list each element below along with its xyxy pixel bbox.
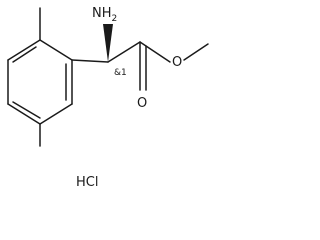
- stereo-wedge-bond: [103, 24, 113, 62]
- carbonyl-oxygen-label: O: [137, 96, 147, 111]
- ring-bond-c3-c4-inner: [12, 101, 41, 119]
- ring-bond-c1-c2-inner: [12, 46, 37, 63]
- ring-bond-c4-c5: [39, 103, 73, 125]
- ester-oxygen-label: O: [172, 55, 182, 70]
- ring-bond-c6-c1: [39, 39, 73, 61]
- benzene-ring: [7, 39, 73, 125]
- ring-bond-c3-c4: [7, 103, 41, 125]
- stereo-descriptor: &1: [114, 68, 127, 78]
- hydrochloride-salt-label: HCl: [76, 175, 98, 190]
- ester-methyl-bond: [183, 43, 209, 61]
- ring-bond-c1-c2: [7, 39, 41, 61]
- alpha-to-carbonyl-bond: [107, 41, 141, 63]
- ring-to-alpha-carbon-bond: [71, 59, 109, 63]
- chemical-structure: NH2 &1 O O HCl: [7, 6, 209, 190]
- amine-label: NH2: [92, 6, 117, 24]
- carbonyl-to-ester-oxygen-bond: [139, 41, 171, 63]
